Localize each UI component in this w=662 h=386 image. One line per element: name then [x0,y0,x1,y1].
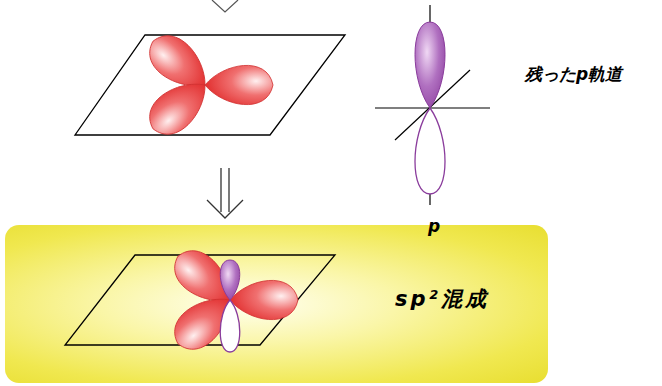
plane [75,35,345,135]
sp2-lobes [140,26,273,143]
hybrid-label: sp²混成 [395,285,489,313]
orbital-symbol: p [428,216,440,236]
p-orbital [375,5,490,205]
orbital-label: 残ったp軌道 [525,63,622,86]
arrow-head [212,0,238,12]
double-arrow [207,168,243,218]
hybrid-band: sp²混成 [5,225,548,383]
